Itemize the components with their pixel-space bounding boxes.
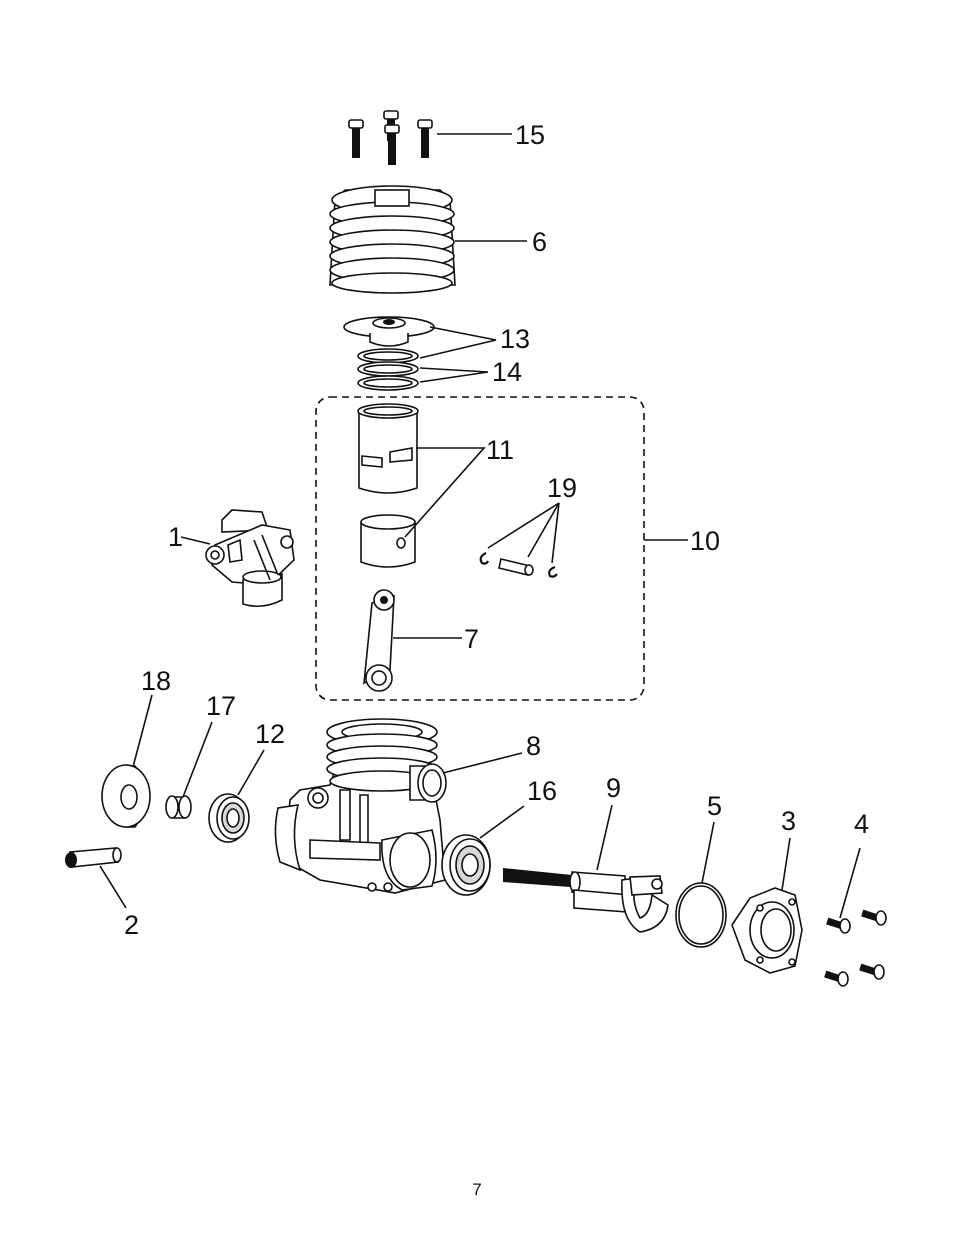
label-18: 18 bbox=[141, 666, 171, 696]
label-7: 7 bbox=[464, 624, 479, 654]
leader-19 bbox=[488, 503, 559, 557]
leader-2 bbox=[100, 866, 126, 908]
leader-4 bbox=[840, 848, 860, 918]
leader-13 bbox=[420, 327, 496, 358]
label-1: 1 bbox=[168, 522, 183, 552]
rear-cover bbox=[732, 888, 802, 973]
piston bbox=[361, 515, 415, 567]
cover-screws bbox=[824, 910, 886, 986]
rear-gasket bbox=[676, 883, 726, 947]
page-number: 7 bbox=[0, 1180, 954, 1200]
leader-17 bbox=[183, 722, 212, 797]
drive-pin bbox=[65, 848, 121, 868]
label-4: 4 bbox=[854, 809, 869, 839]
crankshaft bbox=[503, 868, 668, 932]
cylinder-sleeve bbox=[358, 404, 418, 493]
rear-bearing bbox=[209, 794, 249, 842]
label-19: 19 bbox=[547, 473, 577, 503]
front-bearing bbox=[442, 835, 490, 895]
label-3: 3 bbox=[781, 806, 796, 836]
label-11: 11 bbox=[486, 435, 514, 465]
carburetor bbox=[206, 510, 294, 606]
label-16: 16 bbox=[527, 776, 557, 806]
label-15: 15 bbox=[515, 120, 545, 150]
cylinder-head bbox=[330, 186, 455, 293]
connecting-rod bbox=[364, 590, 394, 691]
head-shims bbox=[358, 349, 418, 390]
head-button bbox=[344, 317, 434, 346]
label-8: 8 bbox=[526, 731, 541, 761]
crankcase bbox=[275, 719, 446, 893]
label-5: 5 bbox=[707, 791, 722, 821]
leader-9 bbox=[597, 805, 612, 870]
head-screws bbox=[349, 111, 432, 165]
leader-3 bbox=[782, 838, 790, 890]
leader-18 bbox=[133, 695, 152, 767]
label-10: 10 bbox=[690, 526, 720, 556]
leader-12 bbox=[238, 750, 264, 795]
spacer bbox=[166, 796, 191, 818]
label-13: 13 bbox=[500, 324, 530, 354]
thrust-washer bbox=[102, 765, 150, 827]
label-6: 6 bbox=[532, 227, 547, 257]
label-9: 9 bbox=[606, 773, 621, 803]
label-12: 12 bbox=[255, 719, 285, 749]
label-17: 17 bbox=[206, 691, 236, 721]
leader-14 bbox=[420, 368, 488, 382]
label-14: 14 bbox=[492, 357, 522, 387]
leader-8 bbox=[443, 753, 522, 773]
leader-16 bbox=[480, 806, 524, 838]
wrist-pin-and-clips bbox=[481, 553, 557, 577]
leader-1 bbox=[181, 537, 210, 544]
leader-5 bbox=[702, 822, 714, 883]
label-2: 2 bbox=[124, 910, 139, 940]
